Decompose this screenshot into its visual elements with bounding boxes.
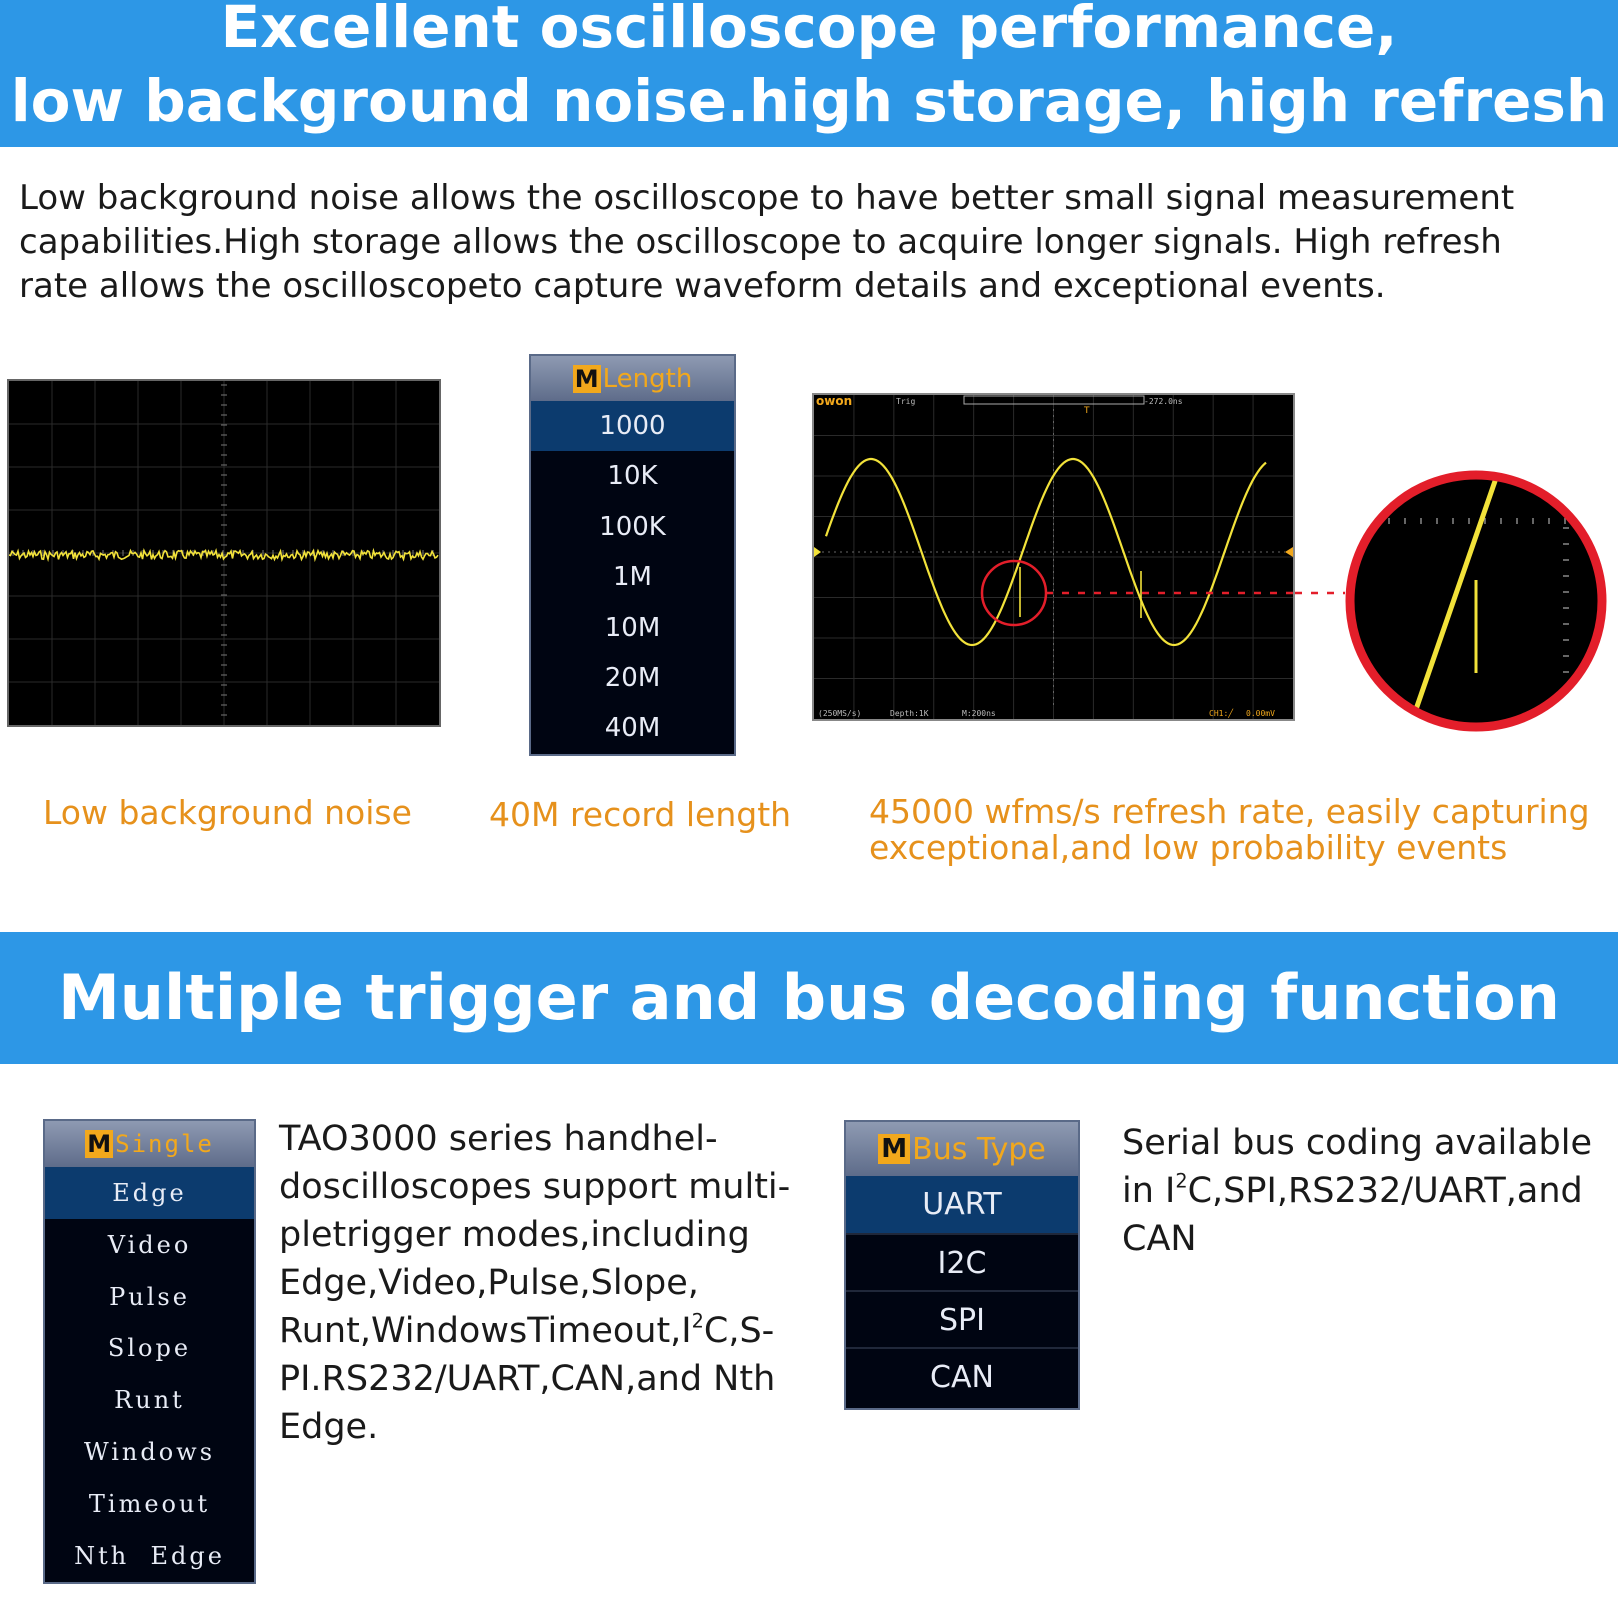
length-option-40m[interactable]: 40M <box>604 713 661 744</box>
bus-menu-header: M Bus Type <box>846 1122 1078 1176</box>
bus-description-line: CAN <box>1122 1219 1197 1259</box>
length-menu-title: Length <box>602 363 693 394</box>
zoom-trace <box>1410 477 1506 719</box>
text-segment: Runt,WindowsTimeout,I <box>279 1311 692 1351</box>
trigger-description-line: Edge,Video,Pulse,Slope, <box>279 1263 699 1303</box>
menu-badge: M <box>572 364 601 393</box>
bus-description-line: Serial bus coding available <box>1122 1123 1593 1163</box>
length-option-10k[interactable]: 10K <box>607 461 658 492</box>
sine-trace <box>824 457 1267 647</box>
caption-length: 40M record length <box>489 795 792 834</box>
caption-refresh-line1: 45000 wfms/s refresh rate, easily captur… <box>869 792 1590 831</box>
intro-paragraph: Low background noise allows the oscillos… <box>19 176 1609 308</box>
bus-description: Serial bus coding available in I2C,SPI,R… <box>1122 1119 1592 1263</box>
scope-grid <box>814 395 1293 719</box>
trigger-option-pulse[interactable]: Pulse <box>109 1282 190 1311</box>
trigger-option-video[interactable]: Video <box>107 1230 192 1259</box>
length-option-10m[interactable]: 10M <box>604 612 661 643</box>
text-segment: C,S- <box>703 1311 775 1351</box>
length-option-20m[interactable]: 20M <box>604 662 661 693</box>
trigger-option-runt[interactable]: Runt <box>114 1386 185 1415</box>
intro-line: capabilities.High storage allows the osc… <box>19 222 1502 262</box>
trigger-option-windows[interactable]: Windows <box>83 1437 216 1466</box>
top-banner: Excellent oscilloscope performance, low … <box>0 0 1618 147</box>
memory-position-bar <box>963 395 1145 405</box>
noise-scope-screen <box>7 379 441 727</box>
trigger-description-line: doscilloscopes support multi- <box>279 1167 791 1207</box>
zoom-link-extension <box>1295 591 1345 595</box>
trigger-position-marker: T <box>1083 406 1090 416</box>
zoom-magnifier-view <box>1345 470 1607 732</box>
trigger-description-line: Runt,WindowsTimeout,I2C,S- <box>279 1307 790 1355</box>
trigger-description: TAO3000 series handhel- doscilloscopes s… <box>279 1115 790 1451</box>
banner-title-line1: Excellent oscilloscope performance, <box>220 0 1398 61</box>
trigger-banner-title: Multiple trigger and bus decoding functi… <box>58 961 1560 1034</box>
length-option-1000[interactable]: 1000 <box>531 401 734 452</box>
trigger-description-line: Edge. <box>279 1407 379 1447</box>
length-option-100k[interactable]: 100K <box>599 511 666 542</box>
scope-depth: Depth:1K <box>890 709 929 718</box>
zoom-ring <box>1345 470 1607 732</box>
trigger-option-nth-edge[interactable]: Nth Edge <box>74 1541 225 1570</box>
menu-badge: M <box>85 1130 114 1158</box>
scope-trig-label: Trig <box>896 397 915 406</box>
scope-sample-rate: (250MS/s) <box>818 709 861 718</box>
caption-noise: Low background noise <box>43 793 412 832</box>
bus-description-line: in I2C,SPI,RS232/UART,and <box>1122 1167 1592 1215</box>
bus-menu-title: Bus Type <box>912 1131 1046 1167</box>
intro-line: Low background noise allows the oscillos… <box>19 178 1515 218</box>
trigger-option-timeout[interactable]: Timeout <box>88 1489 211 1518</box>
trigger-mode-menu: M Single Edge Video Pulse Slope Runt Win… <box>43 1119 256 1584</box>
trigger-option-slope[interactable]: Slope <box>107 1334 192 1363</box>
text-segment: in I <box>1122 1171 1176 1211</box>
scope-brand: owon <box>816 395 852 408</box>
text-segment: C,SPI,RS232/UART,and <box>1187 1171 1583 1211</box>
intro-line: rate allows the oscilloscopeto capture w… <box>19 266 1386 306</box>
noise-trace <box>8 547 439 563</box>
caption-refresh-line2: exceptional,and low probability events <box>869 828 1508 867</box>
menu-badge: M <box>878 1134 911 1164</box>
channel-marker-icon <box>814 547 821 557</box>
banner-title-line2: low background noise.high storage, high … <box>10 67 1608 135</box>
bus-type-menu: M Bus Type UART I2C SPI CAN <box>844 1120 1080 1410</box>
scope-time-offset: -272.0ns <box>1144 397 1183 406</box>
trigger-description-line: TAO3000 series handhel- <box>279 1119 718 1159</box>
superscript: 2 <box>691 1309 704 1333</box>
zoom-magnifier <box>1343 468 1609 734</box>
zoom-grid-ticks <box>1372 518 1582 705</box>
superscript: 2 <box>1175 1169 1188 1193</box>
length-menu: M Length 1000 10K 100K 1M 10M 20M 40M <box>529 354 736 756</box>
scope-trigger-level: 0.00mV <box>1246 709 1275 718</box>
trigger-description-line: pletrigger modes,including <box>279 1215 750 1255</box>
length-option-1m[interactable]: 1M <box>613 562 652 593</box>
trigger-banner: Multiple trigger and bus decoding functi… <box>0 932 1618 1064</box>
scope-channel: CH1:╱ <box>1209 708 1234 718</box>
length-menu-header: M Length <box>531 356 734 401</box>
noise-trace-plot <box>8 381 439 725</box>
trigger-description-line: PI.RS232/UART,CAN,and Nth <box>279 1359 776 1399</box>
bus-option-uart[interactable]: UART <box>846 1176 1078 1233</box>
trigger-level-marker-icon <box>1285 547 1293 557</box>
trigger-option-edge[interactable]: Edge <box>45 1167 254 1219</box>
waveform-plot: owon Trig -272.0ns T (250MS/s) Depth:1K … <box>814 394 1293 719</box>
scope-timebase: M:200ns <box>962 709 996 718</box>
trigger-menu-title: Single <box>115 1130 214 1158</box>
bus-option-i2c[interactable]: I2C <box>846 1233 1078 1290</box>
waveform-scope-screen: owon Trig -272.0ns T (250MS/s) Depth:1K … <box>812 393 1295 721</box>
bus-option-can[interactable]: CAN <box>846 1347 1078 1404</box>
bus-option-spi[interactable]: SPI <box>846 1290 1078 1347</box>
trigger-menu-header: M Single <box>45 1121 254 1167</box>
